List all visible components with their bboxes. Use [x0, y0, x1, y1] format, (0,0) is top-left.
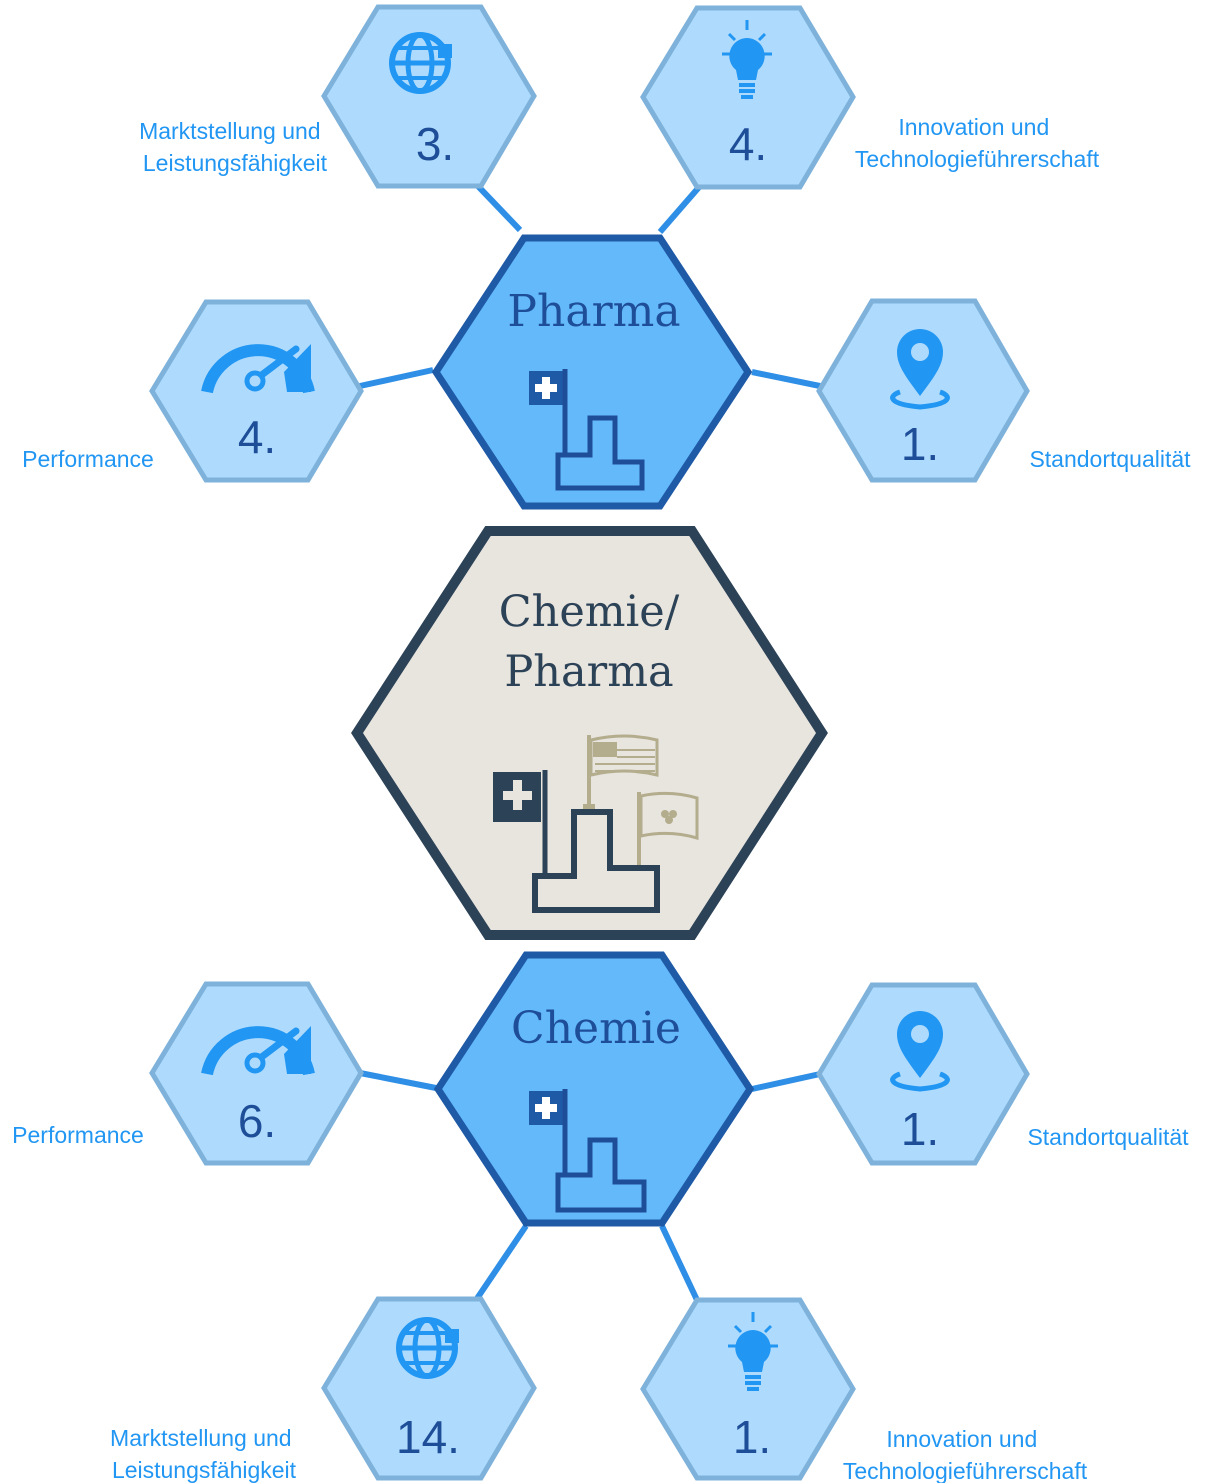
center-title-line1: Chemie/ [499, 587, 680, 637]
location-rank: 1. [901, 418, 939, 470]
center-title-line2: Pharma [504, 647, 673, 697]
chemie-link-market [473, 1224, 529, 1302]
pharma-link-location [751, 369, 821, 389]
performance-label: Performance [22, 446, 154, 472]
market-hexagon [321, 1296, 537, 1481]
location-label: Standortqualität [1027, 1124, 1189, 1150]
innovation-label: Innovation und Technologieführerschaft [843, 1426, 1088, 1483]
pharma-cluster: Pharma [431, 234, 753, 510]
podium-icon [529, 369, 645, 491]
pharma-link-market [472, 180, 523, 233]
center-cluster: Chemie/ Pharma [351, 526, 828, 940]
pharma-title: Pharma [507, 286, 680, 337]
chemie-link-location [751, 1071, 821, 1092]
market-rank: 14. [396, 1411, 460, 1463]
pharma-satellite-market: 3. [321, 4, 537, 189]
location-pin-icon [890, 329, 950, 410]
globe-icon [389, 32, 452, 94]
market-hexagon [321, 4, 537, 189]
location-pin-icon [890, 1011, 950, 1092]
innovation-rank: 4. [729, 118, 767, 170]
chemie-link-performance [359, 1070, 437, 1091]
performance-label: Performance [12, 1122, 144, 1148]
pharma-satellite-performance: 4. [149, 299, 364, 483]
performance-rank: 6. [238, 1095, 276, 1147]
innovation-label: Innovation und Technologieführerschaft [855, 114, 1100, 172]
chemie-satellite-location: 1. [816, 982, 1030, 1166]
center-hexagon [351, 526, 828, 940]
market-label: Marktstellung und Leistungsfähigkeit [139, 118, 328, 176]
speedometer-icon [201, 1026, 315, 1076]
chemie-title: Chemie [511, 1003, 681, 1054]
lightbulb-icon [722, 20, 772, 99]
connector-lines [359, 180, 821, 1302]
pharma-link-performance [359, 367, 434, 389]
globe-icon [396, 1317, 459, 1379]
innovation-rank: 1. [733, 1411, 771, 1463]
market-label: Marktstellung und Leistungsfähigkeit [110, 1425, 298, 1483]
pharma-satellite-innovation: 4. [640, 5, 856, 190]
podium-flags-icon [493, 734, 699, 913]
chemie-hexagon [433, 951, 755, 1227]
chemie-link-innovation [659, 1224, 700, 1302]
location-label: Standortqualität [1029, 446, 1191, 472]
podium-icon [529, 1089, 647, 1213]
performance-rank: 4. [238, 411, 276, 463]
chemie-satellite-market: 14. [321, 1296, 537, 1481]
chemie-satellite-innovation: 1. [640, 1297, 856, 1481]
location-hexagon [816, 982, 1030, 1166]
chemie-satellite-performance: 6. [149, 981, 364, 1166]
lightbulb-icon [728, 1312, 778, 1391]
pharma-link-innovation [657, 184, 703, 234]
chemie-cluster: Chemie [433, 951, 755, 1227]
market-rank: 3. [416, 118, 454, 170]
location-rank: 1. [901, 1103, 939, 1155]
pharma-hexagon [431, 234, 753, 510]
speedometer-icon [201, 344, 315, 394]
pharma-satellite-location: 1. [816, 298, 1030, 483]
